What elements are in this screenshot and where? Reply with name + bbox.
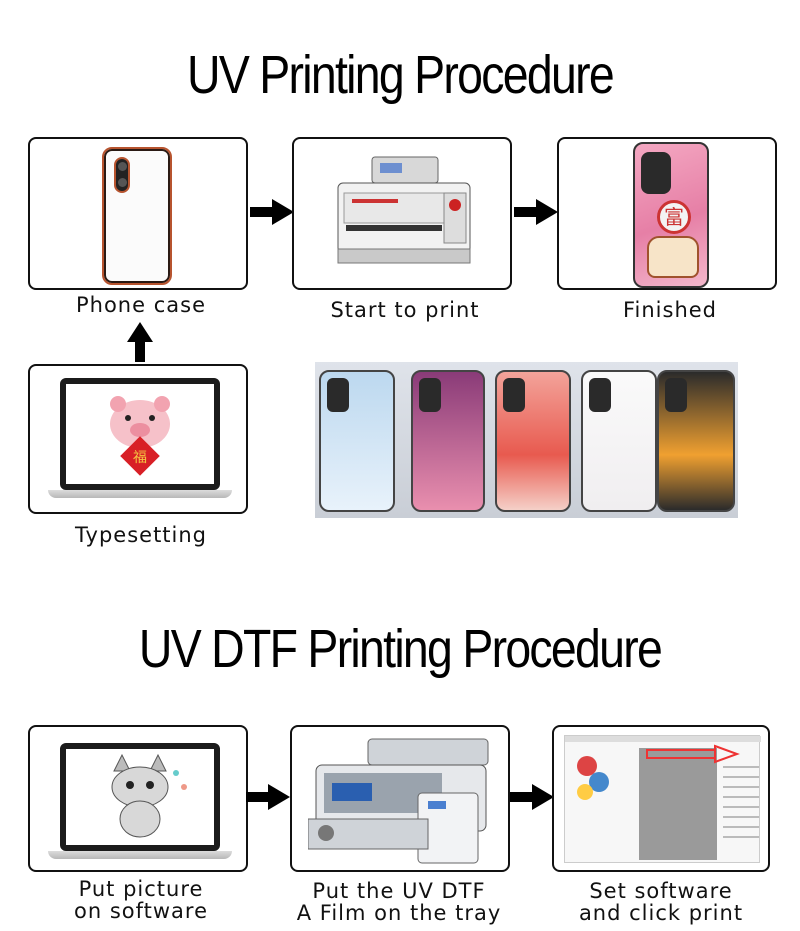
phone-case-sample <box>495 370 571 512</box>
dtf-printer-icon <box>308 738 489 864</box>
step-box-put-film <box>290 725 510 872</box>
phone-case-sample <box>319 370 395 512</box>
section-title-uv: UV Printing Procedure <box>187 45 615 105</box>
step-caption-set-software: Set software and click print <box>578 879 744 925</box>
arrow-right-icon <box>250 199 294 225</box>
svg-text:福: 福 <box>133 450 147 466</box>
pig-icon: 福 <box>110 396 170 476</box>
laptop-base <box>48 851 232 859</box>
step-box-put-picture <box>28 725 248 872</box>
printer-icon <box>337 156 471 264</box>
step-box-phone-case <box>28 137 248 290</box>
step-caption-put-film: Put the UV DTF A Film on the tray <box>296 879 502 925</box>
finished-phone-icon: 富 <box>633 142 709 288</box>
step-caption-start-print: Start to print <box>330 298 480 322</box>
step-caption-finished: Finished <box>622 298 718 322</box>
step-box-set-software <box>552 725 770 872</box>
software-screenshot <box>564 735 761 863</box>
section-title-uv-dtf: UV DTF Printing Procedure <box>138 619 663 679</box>
laptop-base <box>48 490 232 498</box>
step-box-finished: 富 <box>557 137 777 290</box>
printed-phone-cases-photo <box>315 362 738 518</box>
step-caption-phone-case: Phone case <box>75 293 206 317</box>
step-box-typesetting: 福 <box>28 364 248 514</box>
step-caption-typesetting: Typesetting <box>74 523 208 547</box>
phone-case-sample <box>411 370 485 512</box>
phone-case-icon <box>102 147 172 285</box>
arrow-right-icon <box>510 784 554 810</box>
laptop-icon <box>60 743 220 851</box>
cat-icon <box>111 753 187 838</box>
step-box-start-print <box>292 137 512 290</box>
arrow-up-icon <box>127 322 153 362</box>
phone-case-sample <box>581 370 657 512</box>
step-caption-put-picture: Put picture on software <box>73 877 209 923</box>
arrow-right-icon <box>514 199 558 225</box>
phone-case-sample <box>657 370 735 512</box>
arrow-right-icon <box>246 784 290 810</box>
laptop-icon: 福 <box>60 378 220 490</box>
